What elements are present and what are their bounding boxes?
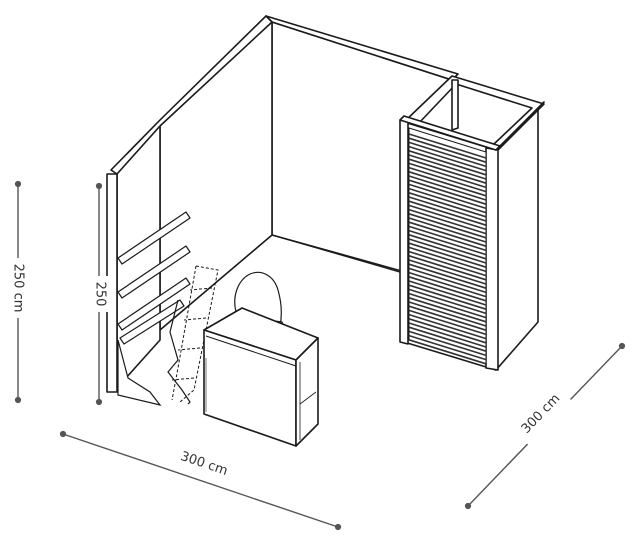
shutter-slat [408,326,487,352]
brochure-rack [171,265,219,403]
shutter-slat [408,297,487,323]
shutter-slat [408,145,487,172]
width-front-line [62,433,339,528]
shutter-slat [408,288,487,315]
shutter-slat [408,301,487,327]
shutter-slat [408,158,487,184]
shutter-slat [408,187,487,214]
magazine-stand [117,299,191,406]
shutter-slat [408,208,487,235]
shutter-slat [408,154,487,180]
height-inner-end-bottom [95,398,103,406]
shutter-slat [408,196,487,222]
shutter-slat [408,204,487,231]
shutter-slat [408,309,487,336]
shutter-slat [408,276,487,302]
shutter-slat [408,284,487,310]
shutter-slat [408,339,487,365]
roller-shutter [408,127,487,365]
shutter-slat [408,166,487,193]
shutter-slat [408,137,487,163]
shutter-slat [408,200,487,226]
shutter-slat [408,292,487,319]
shutter-slat [408,313,487,340]
shutter-slat [408,334,487,361]
depth-right-end-top [618,342,626,350]
width-front-end-left [59,430,67,438]
shutter-slat [408,305,487,331]
shutter-slat [408,171,487,197]
dimension-lines [14,180,626,531]
shutter-slat [408,322,487,348]
shutter-slat [408,141,487,168]
height-inner-label: 250 [93,282,108,307]
floor-line [271,234,411,276]
shutter-slat [408,330,487,357]
shutter-slat [408,150,487,176]
shutter-slat [408,259,487,285]
shutter-slat [408,225,487,252]
shutter-slat [408,213,487,239]
shutter-slat [408,162,487,189]
shutter-slat [408,238,487,264]
shutter-slat [408,250,487,277]
dimension-label-backgrounds [9,258,573,488]
shutter-slat [408,267,487,294]
shutter-slat [408,246,487,273]
shutter-slat [408,318,487,344]
height-inner-end-top [95,182,103,190]
shutter-slat [408,229,487,256]
height-outer-end-top [14,180,22,188]
shutter-slat [408,242,487,268]
shutter-slat [408,179,487,205]
shutter-slat [408,221,487,247]
height-outer-label: 250 cm [11,264,26,313]
depth-right-end-bottom [464,502,472,510]
shutter-slat [408,217,487,243]
shutter-slat [408,234,487,260]
width-front-end-right [334,523,342,531]
shutter-slat [408,280,487,306]
shutter-slat [408,271,487,298]
reception-counter [203,307,319,447]
shutter-slat [408,263,487,289]
shutter-slat [408,175,487,201]
height-outer-end-bottom [14,396,22,404]
wall-shelves [117,211,191,345]
shutter-slat [408,133,487,159]
shutter-slat [408,255,487,281]
shutter-slat [408,192,487,218]
shutter-slat [408,183,487,210]
